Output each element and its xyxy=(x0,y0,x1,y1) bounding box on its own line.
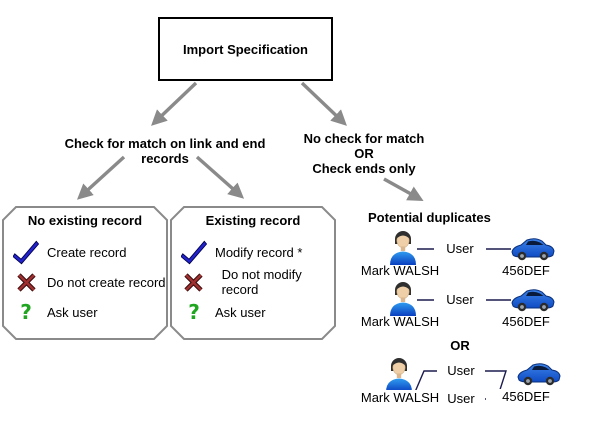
list-item: Create record xyxy=(12,238,126,266)
branch-label-check-for-match: Check for match on link and end records xyxy=(64,136,266,166)
list-item: ? Ask user xyxy=(180,298,266,326)
check-icon xyxy=(12,239,40,266)
list-item: ? Ask user xyxy=(12,298,98,326)
relation-label: User xyxy=(437,363,485,379)
list-item: Do not modify record xyxy=(180,267,336,297)
cross-icon xyxy=(12,272,40,293)
no-existing-record-title: No existing record xyxy=(27,213,143,228)
import-specification-box: Import Specification xyxy=(158,17,333,81)
arrow-spec-to-right xyxy=(300,81,347,126)
list-item-label: Create record xyxy=(47,244,127,260)
person-icon xyxy=(388,280,418,319)
potential-duplicates-heading: Potential duplicates xyxy=(368,210,491,225)
list-item-label: Do not modify record xyxy=(221,267,302,297)
arrow-left-to-noexisting xyxy=(76,155,126,200)
arrow-spec-to-left xyxy=(151,81,198,126)
person-icon xyxy=(384,356,414,395)
asset-label: 456DEF xyxy=(502,314,550,329)
car-icon xyxy=(517,360,561,391)
octagon-border xyxy=(170,206,336,340)
asset-label: 456DEF xyxy=(486,389,566,404)
person-name: Mark WALSH xyxy=(360,314,440,329)
existing-record-box: Existing record Modify record * Do not m… xyxy=(170,206,336,340)
existing-record-title: Existing record xyxy=(205,213,301,228)
car-icon xyxy=(511,286,555,317)
list-item: Do not create record xyxy=(12,268,166,296)
branch-right-line-3: Check ends only xyxy=(312,161,416,176)
relation-label: User xyxy=(437,391,485,407)
branch-right-line-1: No check for match xyxy=(303,131,425,146)
question-icon: ? xyxy=(20,300,32,324)
no-existing-record-box: No existing record Create record Do not … xyxy=(2,206,168,340)
list-item-label: Modify record * xyxy=(215,244,303,260)
arrow-left-to-existing xyxy=(195,155,245,199)
or-label: OR xyxy=(450,338,470,353)
branch-right-line-2: OR xyxy=(354,146,374,161)
list-item-label: Ask user xyxy=(47,304,98,320)
list-item-label: Do not create record xyxy=(47,274,166,290)
person-name: Mark WALSH xyxy=(352,390,448,405)
asset-label: 456DEF xyxy=(502,263,550,278)
relation-label: User xyxy=(434,241,486,257)
arrow-right-to-duplicates xyxy=(383,177,424,201)
import-specification-title: Import Specification xyxy=(183,41,308,57)
person-icon xyxy=(388,229,418,268)
relation-label: User xyxy=(434,292,486,308)
car-icon xyxy=(511,235,555,266)
question-icon: ? xyxy=(188,300,200,324)
flow-arrows xyxy=(76,81,424,201)
person-name: Mark WALSH xyxy=(360,263,440,278)
list-item-label: Ask user xyxy=(215,304,266,320)
octagon-border xyxy=(2,206,168,340)
check-icon xyxy=(180,239,208,266)
branch-label-no-check: No check for match OR Check ends only xyxy=(300,131,428,176)
cross-icon xyxy=(180,272,207,293)
list-item: Modify record * xyxy=(180,238,302,266)
